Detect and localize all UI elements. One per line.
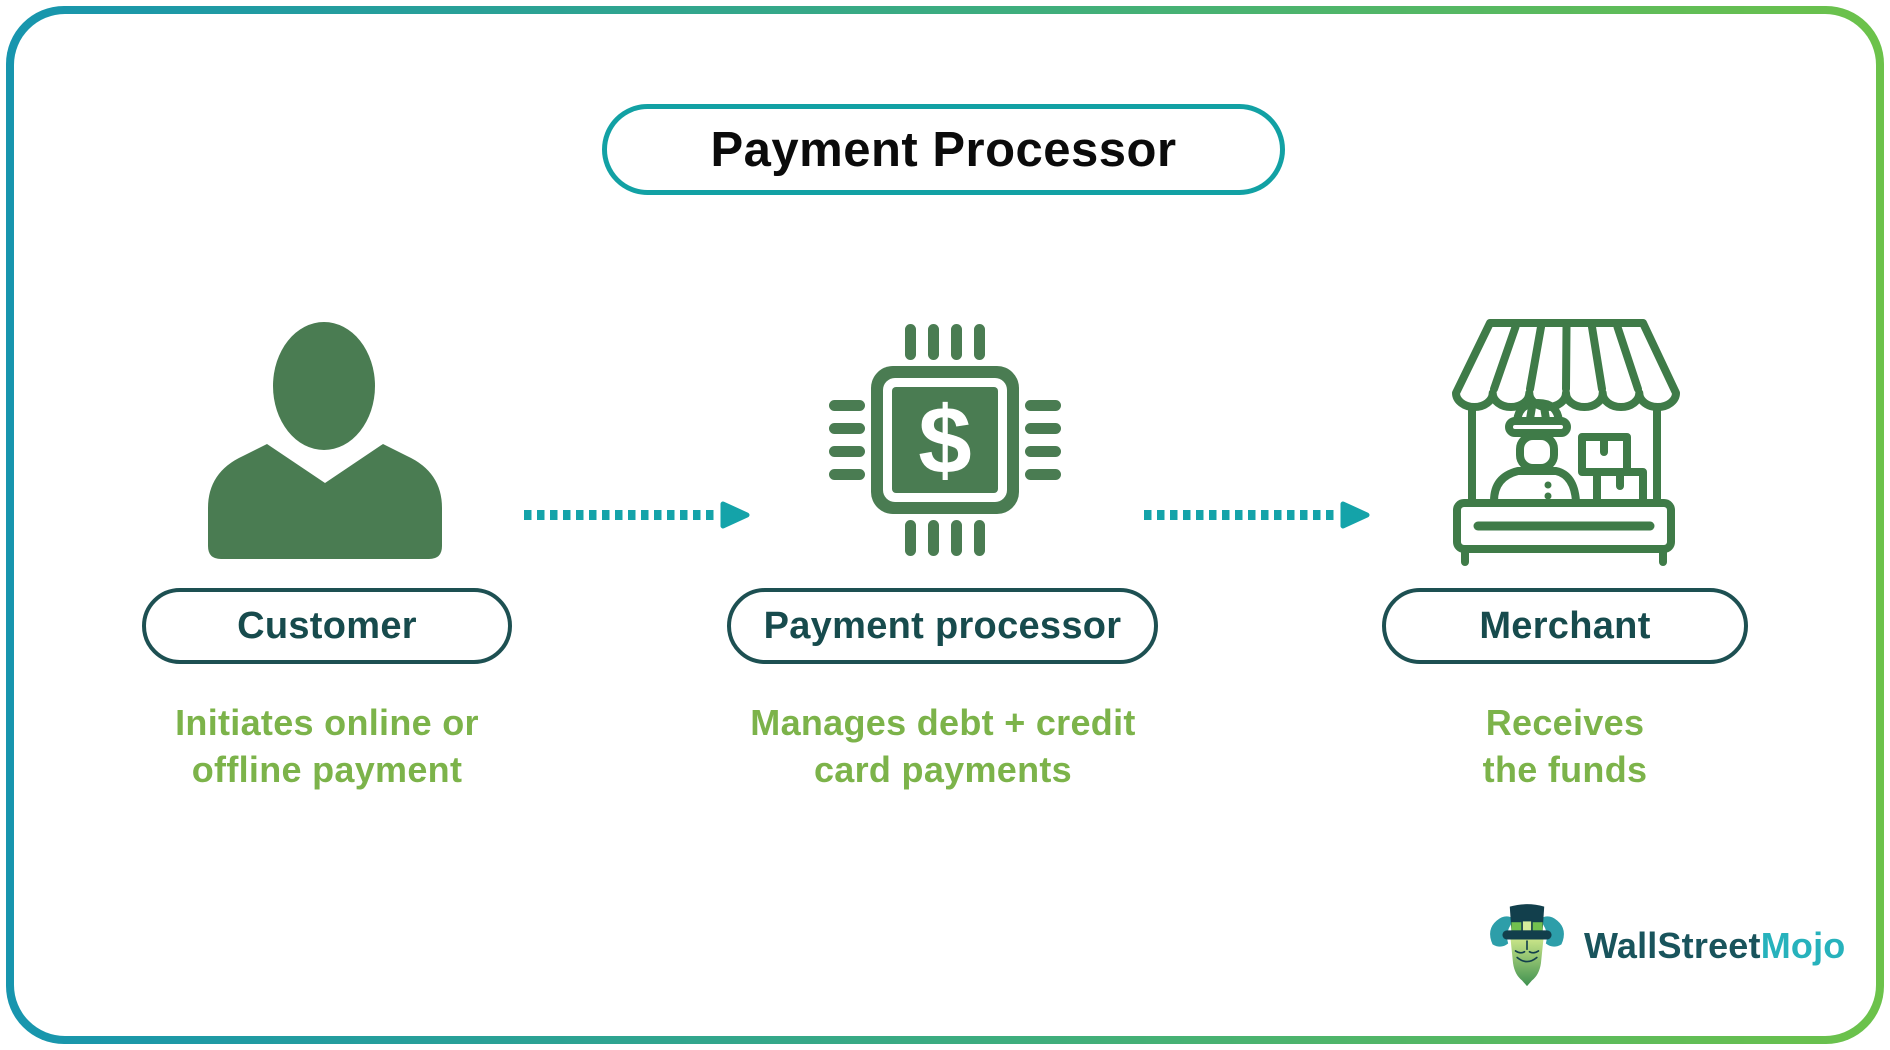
- processor-label: Payment processor: [763, 604, 1122, 647]
- flow-arrow-customer-to-processor: [524, 501, 750, 529]
- page-title: Payment Processor: [710, 122, 1177, 177]
- processor-description-line2: card payments: [813, 749, 1072, 790]
- merchant-label-pill: Merchant: [1382, 588, 1748, 664]
- customer-label-pill: Customer: [142, 588, 512, 664]
- customer-description: Initiates online or offline payment: [102, 699, 552, 793]
- processor-description-line1: Manages debt + credit: [750, 702, 1136, 743]
- market-stall-icon: [1452, 319, 1680, 566]
- processor-description: Manages debt + credit card payments: [718, 699, 1168, 793]
- bull-mascot-icon: [1490, 904, 1564, 987]
- customer-description-line2: offline payment: [191, 749, 463, 790]
- customer-description-line1: Initiates online or: [175, 702, 479, 743]
- merchant-description: Receives the funds: [1340, 699, 1790, 793]
- merchant-label: Merchant: [1479, 604, 1651, 647]
- dollar-symbol: $: [918, 387, 971, 494]
- chip-dollar-icon: $: [829, 324, 1061, 556]
- processor-label-pill: Payment processor: [727, 588, 1158, 664]
- customer-label: Customer: [237, 604, 417, 647]
- brand-logo: WallStreetMojo: [1486, 898, 1846, 994]
- title-pill: Payment Processor: [602, 104, 1285, 195]
- brand-name: WallStreetMojo: [1584, 925, 1846, 967]
- brand-name-secondary: Mojo: [1760, 925, 1846, 966]
- person-icon: [208, 322, 442, 559]
- merchant-description-line2: the funds: [1482, 749, 1648, 790]
- brand-name-primary: WallStreet: [1584, 925, 1761, 966]
- flow-arrow-processor-to-merchant: [1144, 501, 1370, 529]
- merchant-description-line1: Receives: [1485, 702, 1645, 743]
